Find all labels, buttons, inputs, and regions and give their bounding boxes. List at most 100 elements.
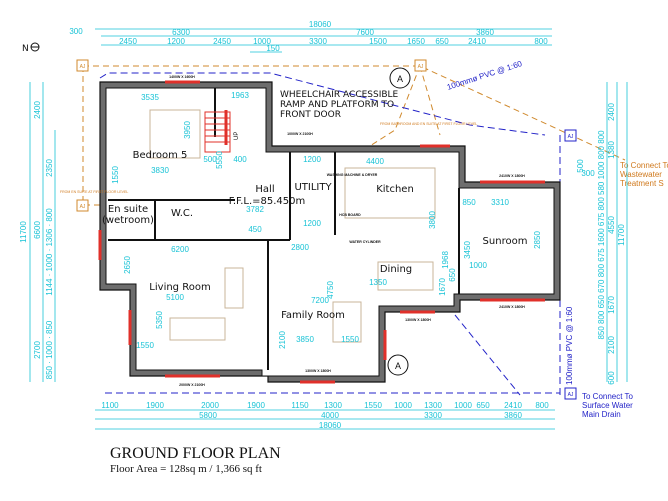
dimension-label: 450	[248, 225, 262, 234]
dimension-label: 2410	[504, 401, 522, 410]
dimension-label: 400	[233, 155, 247, 164]
dimension-label: 3830	[151, 166, 169, 175]
dim: 1000	[253, 37, 271, 46]
dimension-label: 800	[535, 401, 549, 410]
dimension-label: 2100	[278, 331, 287, 349]
dimension-label: 3535	[141, 93, 159, 102]
svg-text:300: 300	[581, 169, 595, 178]
room-labels: Bedroom 5 En suite (wetroom) W.C. Hall F…	[102, 150, 527, 321]
window-label: 2000W X 2100H	[179, 383, 205, 387]
dimension-label: 850	[462, 198, 476, 207]
dimension-label: 4400	[366, 157, 384, 166]
dimension-label: 500	[203, 155, 217, 164]
room-utility: UTILITY	[294, 182, 332, 193]
dim: 150	[266, 44, 280, 53]
dimension-label: 1968	[441, 251, 450, 269]
access-junction	[564, 387, 577, 400]
window-label: 1300W X 1800H	[405, 318, 431, 322]
svg-text:6600: 6600	[33, 221, 42, 239]
surface-water-note: Main Drain	[582, 410, 621, 419]
staircase: UP	[204, 111, 240, 153]
surface-water-note: Surface Water	[582, 401, 633, 410]
wastewater-note: Treatment S	[620, 179, 664, 188]
svg-text:1380: 1380	[607, 141, 616, 159]
dimension-label: 3950	[183, 121, 192, 139]
sofa-icon	[169, 317, 226, 341]
ramp-note: FRONT DOOR	[280, 110, 341, 120]
room-hall: Hall	[255, 184, 274, 195]
window-label: 1400W X 1600H	[169, 75, 195, 79]
svg-text:11700: 11700	[617, 224, 626, 246]
north-arrow-icon: N	[22, 42, 40, 54]
dimension-label: 5100	[166, 293, 184, 302]
ramp-note: RAMP AND PLATFORM TO	[280, 100, 394, 110]
dim: 1650	[407, 37, 425, 46]
furniture	[149, 109, 436, 343]
dim: 1200	[167, 37, 185, 46]
svg-text:2700: 2700	[33, 341, 42, 359]
svg-text:2400: 2400	[607, 103, 616, 121]
dimension-label: 2850	[533, 231, 542, 249]
room-ensuite-sub: (wetroom)	[102, 215, 154, 226]
svg-text:FROM BATHROOM AND EN SUITE AT: FROM BATHROOM AND EN SUITE AT FIRST FLOO…	[380, 122, 477, 126]
dim: 7600	[356, 28, 374, 37]
dimension-label: 3450	[463, 241, 472, 259]
section-marker-icon: A A	[387, 67, 411, 376]
dim: 800	[534, 37, 548, 46]
floor-level-label: F.F.L.=85.450m	[229, 196, 306, 207]
svg-text:1670: 1670	[607, 296, 616, 314]
dimension-label: 1000	[454, 401, 472, 410]
dimension-label: 1100	[101, 401, 119, 410]
dim: 6300	[172, 28, 190, 37]
pipe-label-right: 100mmø PVC @ 1:60	[565, 306, 574, 385]
left-dimensions: 11700 2400 6600 2700 2350 1144 · 1000 · …	[19, 82, 56, 382]
window-label: 1300W X 1800H	[305, 369, 331, 373]
svg-text:A: A	[395, 361, 401, 371]
dim: 4000	[321, 411, 339, 420]
dim: 300	[69, 27, 83, 36]
svg-text:AJ: AJ	[568, 392, 574, 398]
wastewater-note: Wastewater	[620, 170, 662, 179]
svg-text:HCB BOARD: HCB BOARD	[339, 213, 361, 217]
bed-icon	[149, 109, 201, 159]
dimension-label: 2000	[201, 401, 219, 410]
dim: 2450	[119, 37, 137, 46]
dimension-label: 1550	[341, 335, 359, 344]
svg-text:1144 · 1000 · 1306 · 800: 1144 · 1000 · 1306 · 800	[45, 208, 54, 296]
dimension-label: 3850	[296, 335, 314, 344]
svg-text:WASHING MACHINE & DRYER: WASHING MACHINE & DRYER	[327, 173, 378, 177]
dimension-label: 1550	[136, 341, 154, 350]
dimension-label: 1150	[291, 401, 309, 410]
kitchen-island-icon	[344, 167, 436, 219]
svg-text:2350: 2350	[45, 159, 54, 177]
annotations: WHEELCHAIR ACCESSIBLE RAMP AND PLATFORM …	[60, 90, 668, 419]
room-family: Family Room	[281, 310, 345, 321]
access-junction	[414, 59, 427, 72]
room-ensuite: En suite	[108, 204, 148, 215]
dimension-label: 1550	[111, 166, 120, 184]
dimension-label: 1900	[247, 401, 265, 410]
dimension-label: 1550	[364, 401, 382, 410]
dimension-label: 1300	[424, 401, 442, 410]
sofa-icon	[224, 267, 244, 309]
room-bedroom-5: Bedroom 5	[133, 150, 188, 161]
dimension-label: 3800	[428, 211, 437, 229]
dim: 5800	[199, 411, 217, 420]
window-label: 1000W X 2100H	[287, 132, 313, 136]
surface-water-note: To Connect To	[582, 392, 634, 401]
dim-overall-bottom: 18060	[319, 421, 342, 430]
dim: 3300	[309, 37, 327, 46]
svg-text:AJ: AJ	[568, 134, 574, 140]
windows: 1400W X 1600H 1000W X 2100H 2410W X 1800…	[98, 75, 545, 387]
window-label: 2410W X 1800H	[499, 174, 525, 178]
dim: 2450	[213, 37, 231, 46]
pipe-label-top: 100mmø PVC @ 1:60	[446, 59, 524, 92]
dimension-label: 1000	[394, 401, 412, 410]
dining-table-icon	[377, 261, 434, 291]
dimension-label: 3782	[246, 205, 264, 214]
room-dining: Dining	[380, 264, 412, 275]
dimension-label: 1200	[303, 219, 321, 228]
svg-text:A: A	[397, 74, 403, 84]
plan-title: GROUND FLOOR PLAN	[110, 445, 281, 462]
